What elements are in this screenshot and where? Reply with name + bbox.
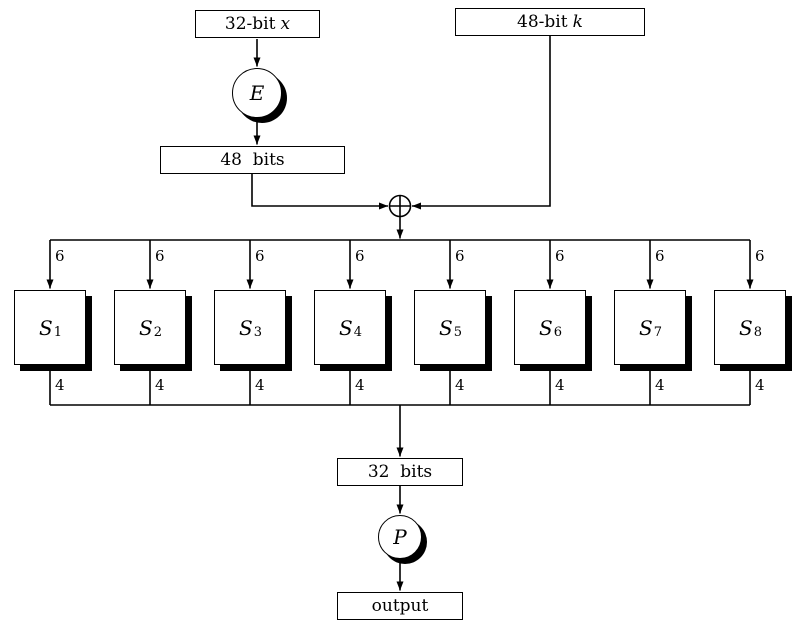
sbox7-input-bits-label: 6 — [655, 247, 665, 265]
sbox-5-label: S — [439, 315, 453, 340]
sbox-2-subscript: 2 — [153, 325, 162, 340]
sbox6-input-bits-label: 6 — [555, 247, 565, 265]
sbox-1-subscript: 1 — [53, 325, 62, 340]
sbox5-input-bits-label: 6 — [455, 247, 465, 265]
sbox-8-subscript: 8 — [753, 325, 762, 340]
sbox1-input-bits-label: 6 — [55, 247, 65, 265]
sbox-6-subscript: 6 — [553, 325, 562, 340]
sbox-1-label: S — [39, 315, 53, 340]
sbox-7-subscript: 7 — [653, 325, 662, 340]
output-box: output — [337, 592, 463, 620]
permutation-p-label: P — [393, 525, 407, 549]
sbox-3-subscript: 3 — [253, 325, 262, 340]
input-32bit-x-var: x — [280, 14, 291, 34]
xor-icon — [388, 194, 412, 218]
sbox3-output-bits-label: 4 — [255, 376, 265, 394]
sbox5-output-bits-label: 4 — [455, 376, 465, 394]
key-48bit-k-prefix: 48-bit — [517, 12, 568, 32]
wire-48bits-to-xor — [251, 174, 388, 210]
sbox-3-label: S — [239, 315, 253, 340]
sbox-5-subscript: 5 — [453, 325, 462, 340]
bits48-label: 48 bits — [220, 150, 285, 170]
sbox6-output-bits-label: 4 — [555, 376, 565, 394]
sbox2-output-bits-label: 4 — [155, 376, 165, 394]
sbox4-input-bits-label: 6 — [355, 247, 365, 265]
bits32-label: 32 bits — [367, 462, 433, 482]
sbox2-input-bits-label: 6 — [155, 247, 165, 265]
wire-k-to-xor — [412, 36, 551, 210]
permutation-p-node: P — [378, 515, 422, 559]
bits32-box: 32 bits — [337, 458, 463, 486]
sbox7-output-bits-label: 4 — [655, 376, 665, 394]
sbox8-input-bits-label: 6 — [755, 247, 765, 265]
sbox-6-label: S — [539, 315, 553, 340]
sbox1-output-bits-label: 4 — [55, 376, 65, 394]
sbox-8-label: S — [739, 315, 753, 340]
sbox8-output-bits-label: 4 — [755, 376, 765, 394]
sbox4-output-bits-label: 4 — [355, 376, 365, 394]
sbox-4-label: S — [339, 315, 353, 340]
sbox-2-label: S — [139, 315, 153, 340]
sbox-4-subscript: 4 — [353, 325, 362, 340]
bits48-box: 48 bits — [160, 146, 345, 174]
input-32bit-x-prefix: 32-bit — [224, 14, 276, 34]
sbox-7-label: S — [639, 315, 653, 340]
expansion-e-label: E — [249, 81, 265, 105]
key-48bit-k-var: k — [572, 12, 583, 32]
expansion-e-node: E — [232, 68, 282, 118]
output-label: output — [371, 596, 429, 616]
sbox3-input-bits-label: 6 — [255, 247, 265, 265]
